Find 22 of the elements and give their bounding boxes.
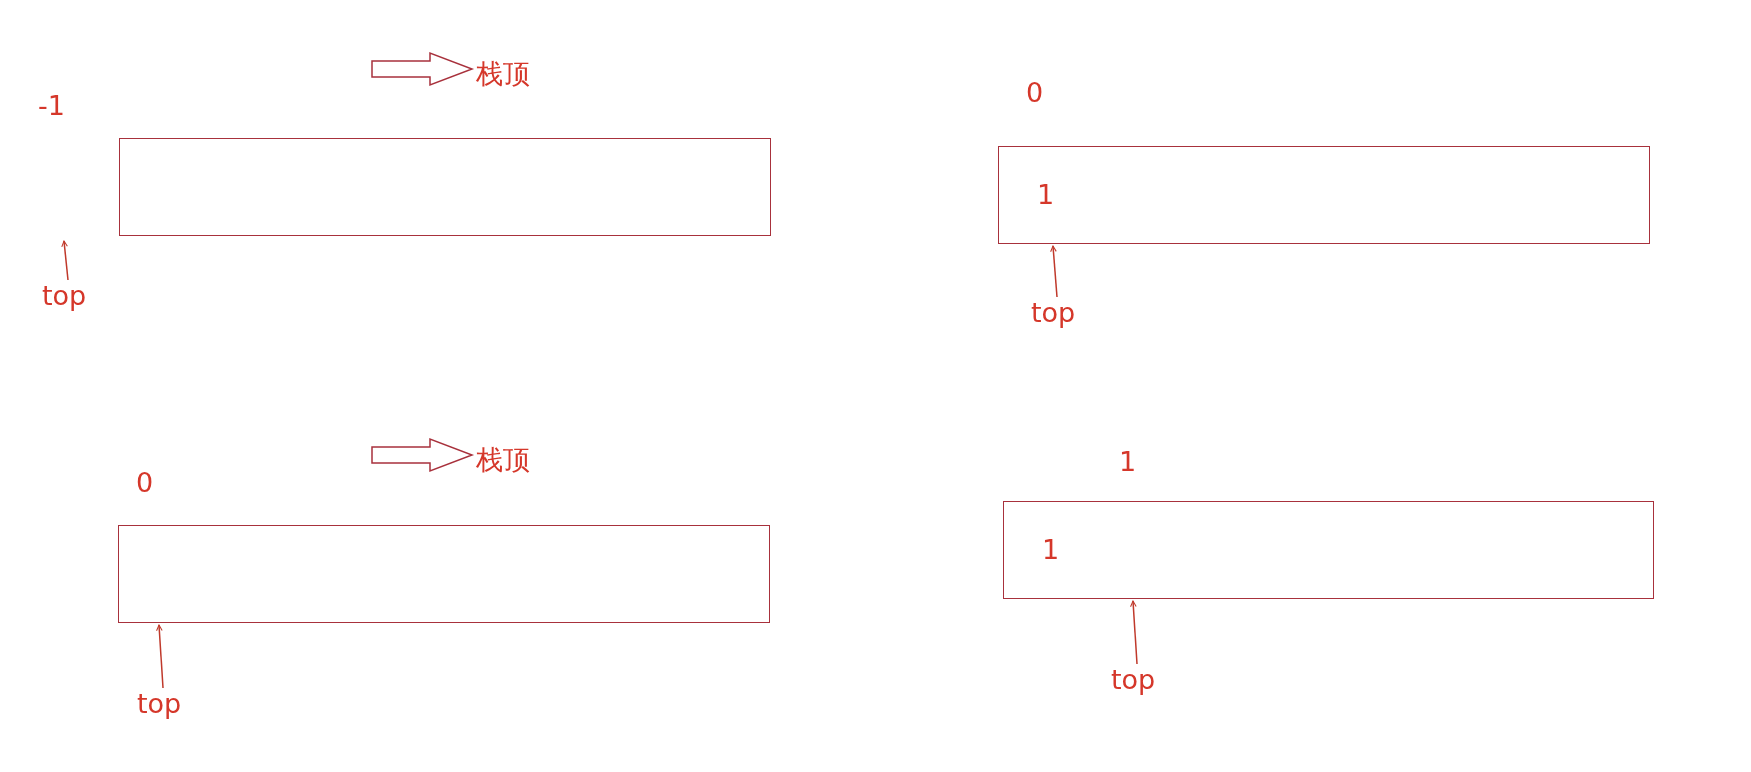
index-number: 0	[136, 467, 154, 499]
stack-value: 1	[1042, 534, 1060, 566]
hollow-arrow	[371, 51, 475, 87]
stack-box	[998, 146, 1650, 244]
arrow	[1050, 245, 1058, 298]
index-number: -1	[38, 90, 65, 122]
stack-box	[1003, 501, 1654, 599]
hollow-arrow	[371, 437, 475, 473]
pointer-label: 栈顶	[476, 444, 530, 476]
stack-value: 1	[1037, 179, 1055, 211]
arrow	[61, 240, 69, 281]
arrow	[156, 624, 164, 689]
stack-box	[119, 138, 771, 236]
arrow	[1130, 600, 1138, 665]
pointer-label: top	[137, 688, 182, 720]
stack-box	[118, 525, 770, 623]
pointer-label: top	[1031, 297, 1076, 329]
index-number: 1	[1119, 446, 1137, 478]
pointer-label: 栈顶	[476, 58, 530, 90]
pointer-label: top	[42, 280, 87, 312]
pointer-label: top	[1111, 664, 1156, 696]
index-number: 0	[1026, 77, 1044, 109]
